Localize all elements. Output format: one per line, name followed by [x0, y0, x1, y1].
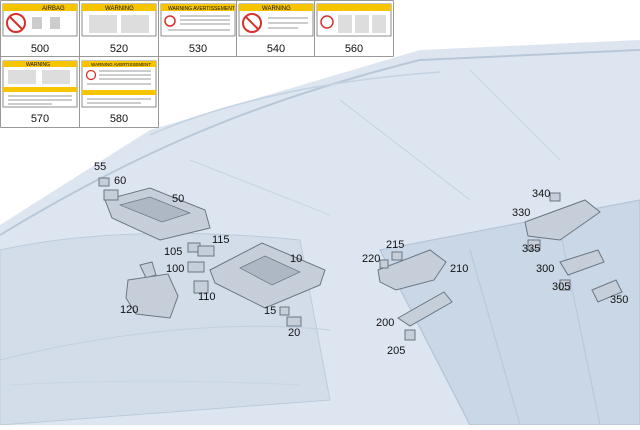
callout-100: 100 [166, 263, 184, 275]
callout-120: 120 [120, 304, 138, 316]
rear-view-mirror [125, 261, 179, 319]
callout-55: 55 [94, 161, 106, 173]
grab-handle-front [397, 291, 453, 341]
sun-visor-right [209, 242, 326, 309]
dome-light [377, 249, 447, 291]
callout-50: 50 [172, 193, 184, 205]
label-570-image: WARNING [2, 60, 78, 110]
label-540-word: WARNING [262, 6, 291, 12]
label-520-image: WARNING [81, 3, 157, 43]
callout-20: 20 [288, 327, 300, 339]
callout-350: 350 [610, 294, 628, 306]
sun-visor-left [104, 187, 211, 241]
label-540-number: 540 [266, 43, 286, 55]
callout-15: 15 [264, 305, 276, 317]
visor-clips [98, 177, 302, 327]
callout-305: 305 [552, 281, 570, 293]
label-570-word: WARNING [26, 62, 50, 68]
label-530-number: 530 [188, 43, 208, 55]
callout-210: 210 [450, 263, 468, 275]
callout-330: 330 [512, 207, 530, 219]
label-530-image: WARNING AVERTISSEMENT [160, 3, 236, 43]
label-grid-lines [0, 0, 394, 128]
grab-handle-rear [559, 249, 605, 291]
callout-215: 215 [386, 239, 404, 251]
rear-console-module [524, 192, 601, 251]
label-580-number: 580 [109, 113, 129, 125]
callout-200: 200 [376, 317, 394, 329]
label-500-number: 500 [30, 43, 50, 55]
callout-335: 335 [522, 243, 540, 255]
callout-105: 105 [164, 246, 182, 258]
label-560-image [316, 3, 392, 43]
callout-205: 205 [387, 345, 405, 357]
label-580-word: WARNING AVERTISSEMENT [91, 62, 151, 67]
callout-340: 340 [532, 188, 550, 200]
callout-115: 115 [212, 234, 230, 246]
rear-lamp [591, 279, 623, 303]
callout-60: 60 [114, 175, 126, 187]
label-500-word: AIRBAG [42, 6, 65, 12]
label-520-word: WARNING [105, 6, 134, 12]
label-580-image: WARNING AVERTISSEMENT [81, 60, 157, 110]
label-540-image: WARNING [238, 3, 314, 43]
callout-110: 110 [198, 291, 216, 303]
callout-labels: 55 60 50 105 115 100 110 10 120 15 20 21… [94, 161, 628, 357]
label-500-image: AIRBAG [2, 3, 78, 43]
callout-300: 300 [536, 263, 554, 275]
label-560-number: 560 [344, 43, 364, 55]
callout-10: 10 [290, 253, 302, 265]
callout-220: 220 [362, 253, 380, 265]
label-520-number: 520 [109, 43, 129, 55]
label-570-number: 570 [30, 113, 50, 125]
label-530-word: WARNING AVERTISSEMENT [168, 6, 235, 12]
